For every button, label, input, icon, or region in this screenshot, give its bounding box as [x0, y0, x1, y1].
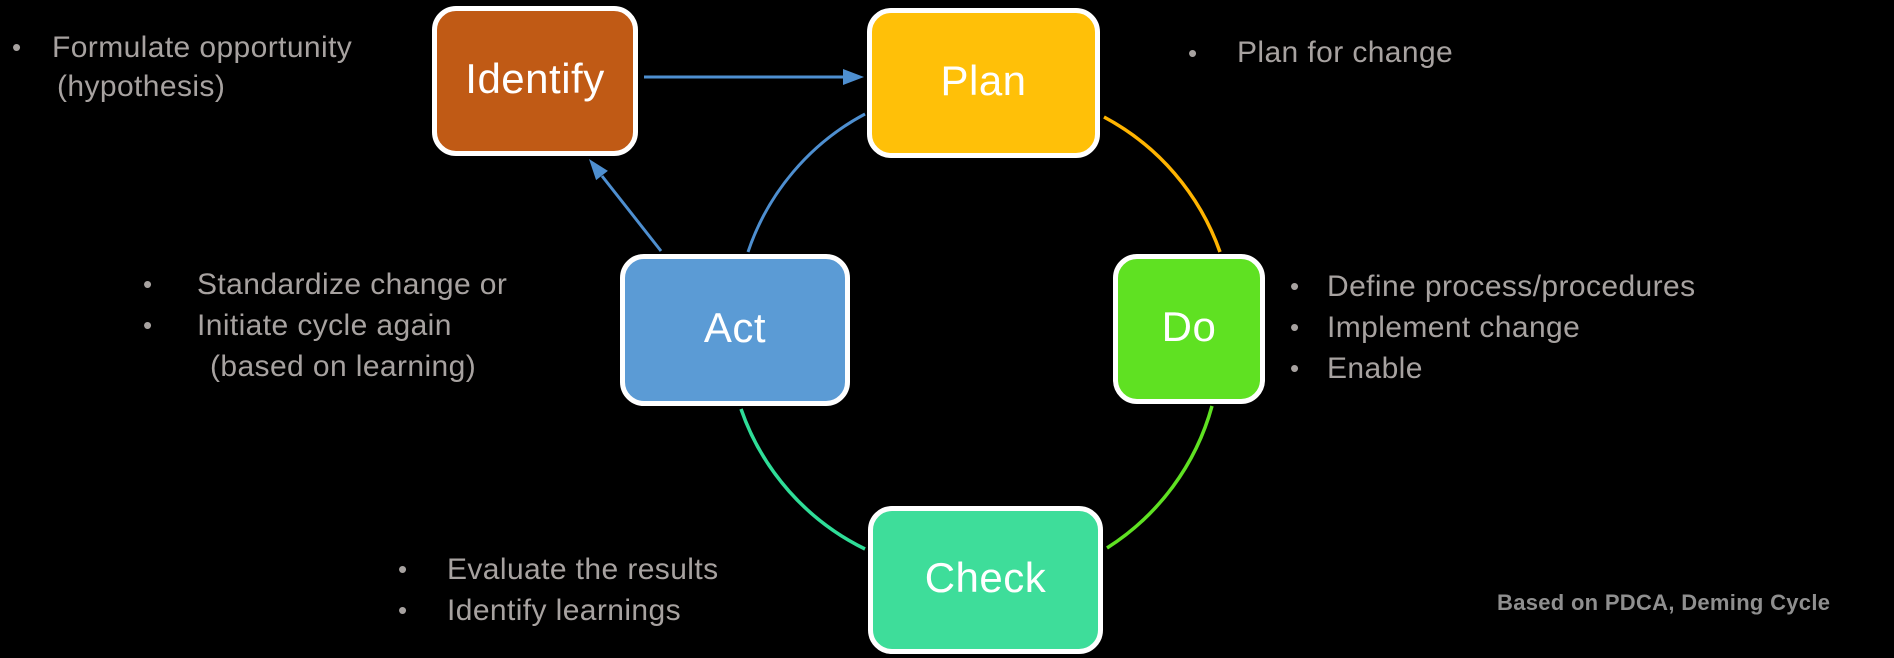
- bullet-dot: •: [1290, 312, 1300, 342]
- bullet-dot: •: [143, 269, 153, 299]
- node-act: Act: [620, 254, 850, 406]
- note-text: (based on learning): [210, 349, 477, 383]
- note-text: Implement change: [1327, 310, 1581, 344]
- edge-plan-to-do: [1103, 115, 1222, 253]
- note-line: • Enable: [1290, 348, 1696, 389]
- note-line: • Identify learnings: [398, 590, 718, 631]
- note-text: Initiate cycle again: [197, 308, 452, 342]
- note-line: • Evaluate the results: [398, 549, 718, 590]
- edge-do-to-check: [1106, 405, 1214, 550]
- note-line: (based on learning): [143, 346, 507, 387]
- note-plan: • Plan for change: [1188, 36, 1453, 70]
- node-check-label: Check: [924, 554, 1047, 601]
- note-line: (hypothesis): [12, 67, 352, 106]
- footer-attribution: Based on PDCA, Deming Cycle: [1497, 590, 1831, 615]
- bullet-dot: •: [398, 554, 408, 584]
- node-do-label: Do: [1161, 303, 1217, 350]
- edge-act-to-plan: [746, 112, 866, 253]
- note-text: Formulate opportunity: [52, 30, 353, 64]
- note-line: • Formulate opportunity: [12, 28, 352, 67]
- arrowhead-act-to-identify: [589, 159, 608, 181]
- node-check: Check: [868, 506, 1103, 654]
- node-plan-label: Plan: [940, 57, 1027, 104]
- note-line: • Define process/procedures: [1290, 266, 1696, 307]
- note-text: Standardize change or: [197, 267, 508, 301]
- note-line: • Plan for change: [1188, 36, 1453, 70]
- note-check: • Evaluate the results • Identify learni…: [398, 549, 718, 631]
- note-text: (hypothesis): [57, 69, 226, 103]
- node-identify-label: Identify: [465, 55, 605, 102]
- bullet-dot: •: [1290, 353, 1300, 383]
- node-identify: Identify: [432, 6, 638, 156]
- arrowhead-identify-to-plan: [843, 69, 864, 85]
- node-plan: Plan: [867, 8, 1100, 158]
- note-identify: • Formulate opportunity (hypothesis): [12, 28, 352, 106]
- node-do: Do: [1113, 254, 1265, 404]
- note-text: Enable: [1327, 351, 1423, 385]
- note-text: Plan for change: [1237, 36, 1454, 69]
- note-do: • Define process/procedures • Implement …: [1290, 266, 1696, 389]
- note-text: Define process/procedures: [1327, 269, 1696, 303]
- bullet-dot: •: [1188, 37, 1198, 68]
- note-act: • Standardize change or • Initiate cycle…: [143, 264, 507, 387]
- note-line: • Implement change: [1290, 307, 1696, 348]
- node-act-label: Act: [703, 304, 767, 351]
- bullet-dot: •: [398, 595, 408, 625]
- note-text: Identify learnings: [447, 593, 682, 627]
- bullet-dot: •: [1290, 271, 1300, 301]
- bullet-dot: •: [143, 310, 153, 340]
- bullet-dot: •: [12, 32, 22, 62]
- note-line: • Initiate cycle again: [143, 305, 507, 346]
- note-text: Evaluate the results: [447, 552, 719, 586]
- edge-check-to-act: [739, 408, 866, 551]
- edge-act-to-identify: [600, 175, 663, 252]
- note-line: • Standardize change or: [143, 264, 507, 305]
